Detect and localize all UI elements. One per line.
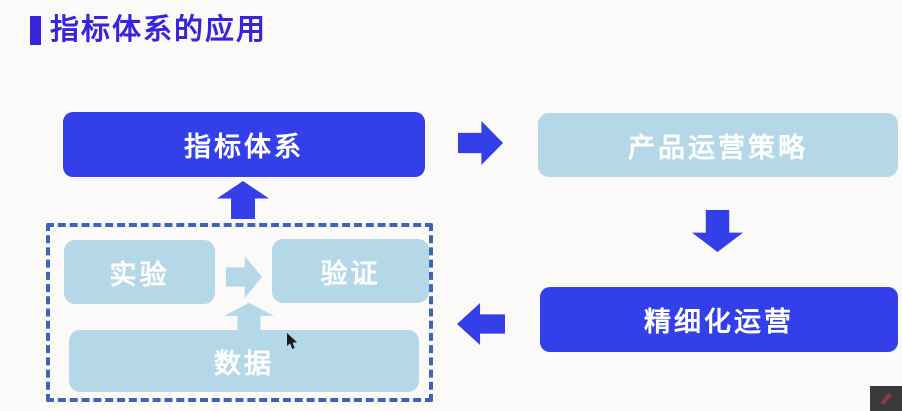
node-product-strategy: 产品运营策略: [538, 113, 898, 177]
page-title-row: 指标体系的应用: [30, 16, 267, 45]
node-verification: 验证: [272, 239, 429, 303]
arrow-up-loop-to-indicator-icon: [217, 181, 269, 219]
arrow-right-indicator-to-strategy-icon: [458, 121, 503, 165]
record-marker-icon: [880, 392, 892, 405]
node-indicator-system: 指标体系: [63, 112, 425, 177]
arrow-up-data-to-experiment-icon: [224, 303, 274, 331]
node-experiment: 实验: [64, 240, 215, 304]
video-overlay-badge: [870, 386, 902, 411]
arrow-down-strategy-to-refined-icon: [692, 210, 743, 252]
node-refined-operation: 精细化运营: [540, 287, 898, 352]
arrow-left-refined-to-loop-icon: [457, 303, 505, 345]
title-accent-bar-icon: [30, 16, 41, 45]
mouse-cursor-icon: [287, 333, 297, 349]
page-title: 指标体系的应用: [50, 14, 268, 46]
node-data: 数据: [69, 330, 419, 392]
arrow-right-experiment-to-verification-icon: [226, 256, 262, 298]
experiment-loop-container: 实验 验证 数据: [46, 223, 433, 402]
